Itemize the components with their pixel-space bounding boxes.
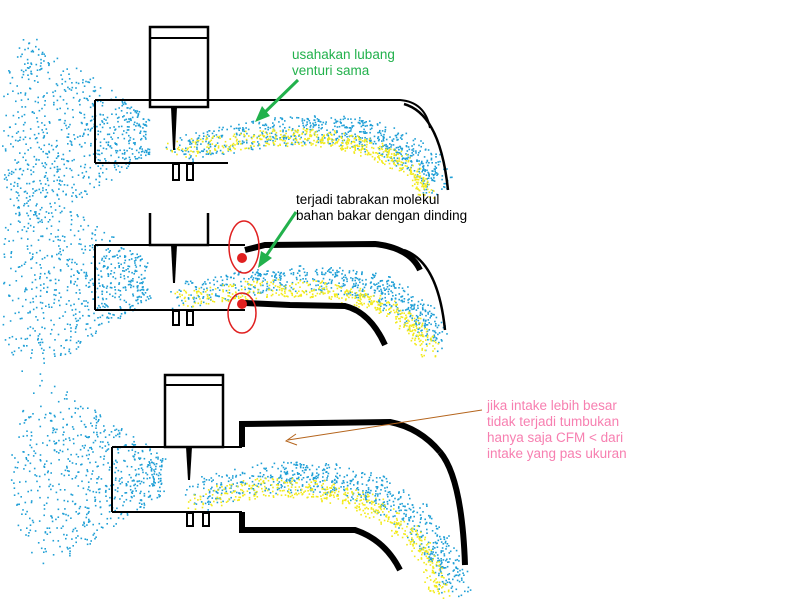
middle-runner-bottom <box>244 300 388 347</box>
annotation-top: usahakan lubang venturi sama <box>292 47 395 79</box>
collision-ring-top <box>228 220 260 274</box>
middle-port-1 <box>172 310 180 326</box>
collision-spot-top <box>237 253 247 263</box>
bottom-intake-bottom <box>239 512 403 572</box>
bottom-intake-outer <box>437 450 468 566</box>
annotation-middle: terjadi tabrakan molekul bahan bakar den… <box>296 192 467 224</box>
top-runner-outer <box>403 102 450 191</box>
green-arrow-icon <box>255 78 300 122</box>
top-nozzle <box>171 107 177 150</box>
brown-arrow-icon <box>284 409 483 446</box>
annotation-bottom-line1: jika intake lebih besar <box>487 398 617 413</box>
annotation-top-line1: usahakan lubang <box>292 47 395 62</box>
top-port-1 <box>172 163 180 181</box>
middle-port-2 <box>186 310 194 326</box>
top-port-2 <box>186 163 194 181</box>
annotation-bottom-line3: hanya saja CFM < dari <box>487 430 624 445</box>
annotation-bottom-line2: tidak terjadi tumbukan <box>487 414 620 429</box>
middle-assembly <box>94 213 447 347</box>
bottom-assembly <box>111 373 468 572</box>
middle-injector-icon <box>148 213 210 247</box>
bottom-port-1 <box>186 512 194 527</box>
collision-marker-icon <box>227 220 260 334</box>
bottom-port-2 <box>202 512 210 527</box>
green-arrow-2-icon <box>258 211 298 268</box>
fuel-spray-layer <box>2 38 472 599</box>
annotation-middle-line1: terjadi tabrakan molekul <box>296 192 440 207</box>
bottom-injector-icon <box>163 373 225 449</box>
top-assembly <box>94 25 450 191</box>
collision-spot-bottom <box>237 299 247 309</box>
bottom-nozzle <box>186 447 192 480</box>
middle-runner-outer <box>403 248 447 331</box>
annotation-bottom-line4: intake yang pas ukuran <box>487 446 627 461</box>
annotation-middle-line2: bahan bakar dengan dinding <box>296 208 468 223</box>
middle-nozzle <box>171 245 177 283</box>
middle-runner-top <box>244 240 423 272</box>
annotation-top-line2: venturi sama <box>292 63 370 78</box>
bottom-intake-top <box>239 418 443 454</box>
annotation-bottom: jika intake lebih besar tidak terjadi tu… <box>487 398 627 462</box>
collision-ring-bottom <box>227 292 257 334</box>
top-injector-icon <box>148 25 210 109</box>
